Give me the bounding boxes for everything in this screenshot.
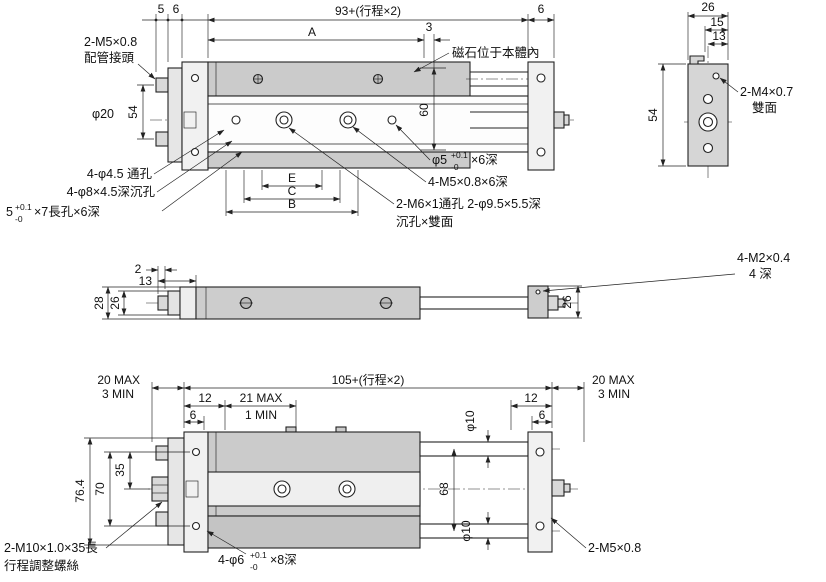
label-pin-tol-up: +0.1: [451, 150, 468, 160]
label-counterbore: 4-φ8×4.5深沉孔: [67, 185, 156, 199]
dim-A: A: [308, 25, 316, 39]
dim-12-left: 12: [198, 391, 212, 405]
dim-15: 15: [710, 15, 724, 29]
dim-gap-right-min: 3 MIN: [598, 387, 630, 401]
label-adjust-screw-1: 2-M10×1.0×35長: [4, 541, 98, 555]
label-through-hole: 4-φ4.5 通孔: [87, 167, 153, 181]
label-pipe-fitting-1: 2-M5×0.8: [84, 35, 137, 49]
label-pin-bottom-tol-dn: -0: [250, 562, 258, 572]
dim-60: 60: [417, 103, 431, 117]
dim-6-left: 6: [173, 2, 180, 16]
label-pin-bottom-prefix: 4-φ6: [218, 553, 244, 567]
dim-gap-left-max: 20 MAX: [97, 373, 140, 387]
label-tap-m5: 4-M5×0.8×6深: [428, 175, 508, 189]
dim-54: 54: [126, 105, 140, 119]
label-tap-m2-1: 4-M2×0.4: [737, 251, 790, 265]
label-pin-bottom-suffix: ×8深: [270, 553, 297, 567]
dim-26-left: 26: [108, 296, 122, 310]
label-slot-tol-up: +0.1: [15, 202, 32, 212]
label-tap-m2-2: 4 深: [749, 267, 772, 281]
dim-6-left-bottom: 6: [190, 408, 197, 422]
dim-76-4: 76.4: [73, 479, 87, 503]
label-mount-2: 沉孔×雙面: [396, 214, 453, 229]
label-tap-m4-1: 2-M4×0.7: [740, 85, 793, 99]
label-pin-suffix: ×6深: [471, 153, 498, 167]
dim-6-right: 6: [538, 2, 545, 16]
label-magnet-note: 磁石位于本體內: [452, 45, 540, 60]
bottom-view-dimensions: 20 MAX 3 MIN 105+(行程×2) 20 MAX 3 MIN 12 …: [4, 372, 641, 573]
dim-E: E: [288, 171, 296, 185]
dim-C: C: [288, 184, 297, 198]
label-adjust-screw-2: 行程調整螺絲: [4, 558, 80, 573]
side-view-dimensions: 26 15 13 54 2-M4×0.7 雙面: [646, 0, 793, 167]
label-slot-tol-dn: -0: [15, 214, 23, 224]
dim-phi20: φ20: [92, 107, 114, 121]
label-slot-suffix: ×7長孔×6深: [34, 205, 100, 219]
dim-26-right: 26: [560, 295, 574, 309]
dim-6-right-bottom: 6: [539, 408, 546, 422]
dim-68: 68: [437, 482, 451, 496]
dim-gap-right-max: 20 MAX: [592, 373, 635, 387]
dim-13: 13: [712, 29, 726, 43]
side-view-geometry: [684, 46, 732, 178]
dim-2: 2: [135, 262, 142, 276]
dim-5: 5: [158, 2, 165, 16]
front-view-geometry: [150, 61, 574, 171]
profile-view-dimensions: 2 13 28 26 26 4-M2×0.4 4 深: [92, 251, 790, 320]
dim-stroke-93: 93+(行程×2): [335, 3, 401, 18]
dim-gap-left-min: 3 MIN: [102, 387, 134, 401]
dim-35: 35: [113, 463, 127, 477]
bottom-view-geometry: [148, 426, 578, 553]
front-view-dimensions: 5 6 93+(行程×2) 6 A 3 磁石位于本體內 2-M5×0.8 配管接…: [6, 2, 555, 229]
label-pin-bottom-tol-up: +0.1: [250, 550, 267, 560]
dim-phi10-top: φ10: [463, 410, 477, 431]
dim-phi10-bottom: φ10: [459, 520, 473, 541]
dim-70: 70: [93, 482, 107, 496]
dim-21-max: 21 MAX: [240, 391, 283, 405]
label-mount-1: 2-M6×1通孔 2-φ9.5×5.5深: [396, 197, 541, 211]
dim-13-profile: 13: [139, 274, 153, 288]
label-pin-tol-dn: -0: [451, 162, 459, 172]
label-slot-prefix: 5: [6, 205, 13, 219]
dim-1-min: 1 MIN: [245, 408, 277, 422]
label-pin-prefix: φ5: [432, 153, 447, 167]
dim-3: 3: [426, 20, 433, 34]
dim-26: 26: [701, 0, 715, 14]
label-pipe-fitting-2: 配管接頭: [84, 50, 135, 65]
profile-view-geometry: [146, 285, 580, 320]
dim-28: 28: [92, 296, 106, 310]
dim-B: B: [288, 197, 296, 211]
label-tap-m5-bottom: 2-M5×0.8: [588, 541, 641, 555]
dim-12-right: 12: [524, 391, 538, 405]
label-tap-m4-2: 雙面: [752, 100, 777, 115]
dim-54-side: 54: [646, 108, 660, 122]
dim-stroke-105: 105+(行程×2): [332, 372, 405, 387]
